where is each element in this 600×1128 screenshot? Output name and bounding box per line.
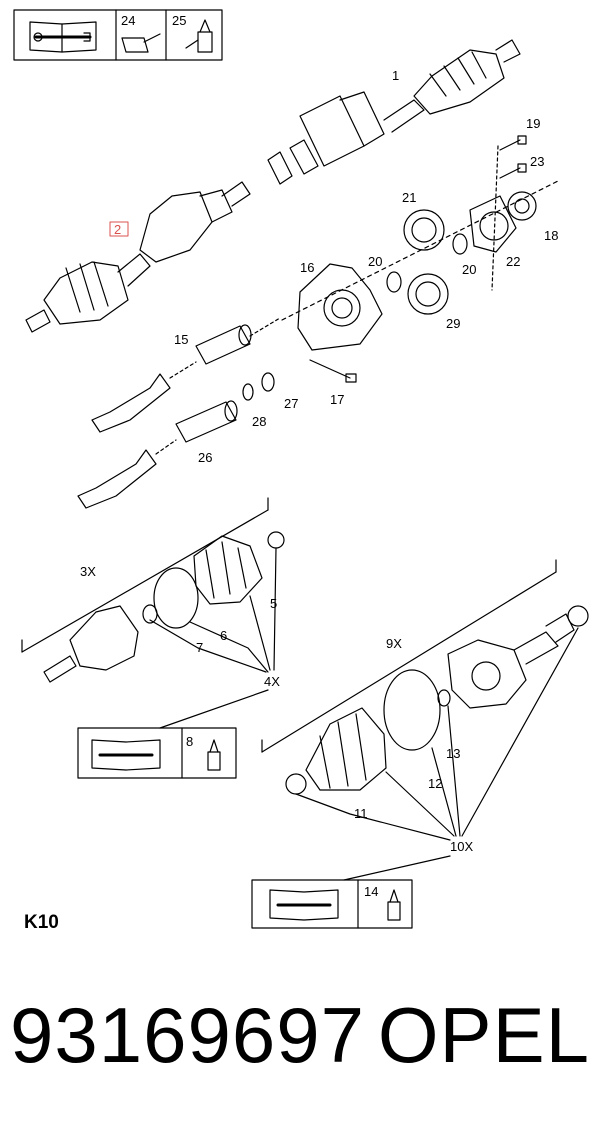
ref-25-label: 25 xyxy=(172,13,186,28)
brand-name: OPEL xyxy=(377,991,590,1079)
seal-18 xyxy=(507,191,537,221)
callout-17: 17 xyxy=(330,392,344,407)
callout-19: 19 xyxy=(526,116,540,131)
callout-3x: 3X xyxy=(80,564,96,579)
callout-27: 27 xyxy=(284,396,298,411)
callout-26: 26 xyxy=(198,450,212,465)
oil-can-icon xyxy=(121,33,161,53)
bolts-19-23 xyxy=(491,135,527,291)
callout-11: 11 xyxy=(354,806,368,821)
reference-box-10x xyxy=(251,879,413,929)
shaft-15 xyxy=(91,317,281,433)
retainer-22 xyxy=(469,195,517,253)
callout-12: 12 xyxy=(428,776,442,791)
callout-9x: 9X xyxy=(386,636,402,651)
bearing-21 xyxy=(403,209,445,251)
manual-book-icon xyxy=(29,21,97,53)
drive-shaft-2 xyxy=(25,181,251,333)
rings-27-28 xyxy=(242,372,275,401)
callout-28: 28 xyxy=(252,414,266,429)
ref-24-label: 24 xyxy=(121,13,135,28)
sheet-label: K10 xyxy=(24,912,59,933)
leaders-10x xyxy=(295,627,579,881)
outer-joint-3x xyxy=(21,497,285,683)
reference-box-4x xyxy=(77,727,237,779)
callout-20-b: 20 xyxy=(462,262,476,277)
circlips-20 xyxy=(386,233,468,293)
callout-23: 23 xyxy=(530,154,544,169)
reference-box-top xyxy=(13,9,223,61)
callout-2: 2 xyxy=(114,222,121,237)
inner-joint-9x xyxy=(261,559,589,795)
part-number: 93169697 xyxy=(10,991,366,1079)
callout-4x: 4X xyxy=(264,674,280,689)
grease-tube-icon xyxy=(185,19,213,53)
callout-13: 13 xyxy=(446,746,460,761)
callout-29: 29 xyxy=(446,316,460,331)
callout-10x: 10X xyxy=(450,839,473,854)
callout-6: 6 xyxy=(220,628,227,643)
shaft-26 xyxy=(77,400,238,509)
callout-16: 16 xyxy=(300,260,314,275)
bearing-bracket-16 xyxy=(297,263,383,351)
bolt-17 xyxy=(309,359,357,383)
ref-14-label: 14 xyxy=(364,884,378,899)
drive-shaft-1 xyxy=(267,39,521,185)
callout-22: 22 xyxy=(506,254,520,269)
callout-7: 7 xyxy=(196,640,203,655)
callout-1: 1 xyxy=(392,68,399,83)
callout-21: 21 xyxy=(402,190,416,205)
leaders-4x xyxy=(149,547,277,729)
callout-18: 18 xyxy=(544,228,558,243)
bearing-29 xyxy=(407,273,449,315)
ref-8-label: 8 xyxy=(186,734,193,749)
callout-15: 15 xyxy=(174,332,188,347)
axis-line xyxy=(281,179,561,321)
highlight-box-2 xyxy=(109,221,129,237)
callout-20-a: 20 xyxy=(368,254,382,269)
part-number-footer: 93169697 OPEL xyxy=(10,985,590,1085)
callout-5: 5 xyxy=(270,596,277,611)
